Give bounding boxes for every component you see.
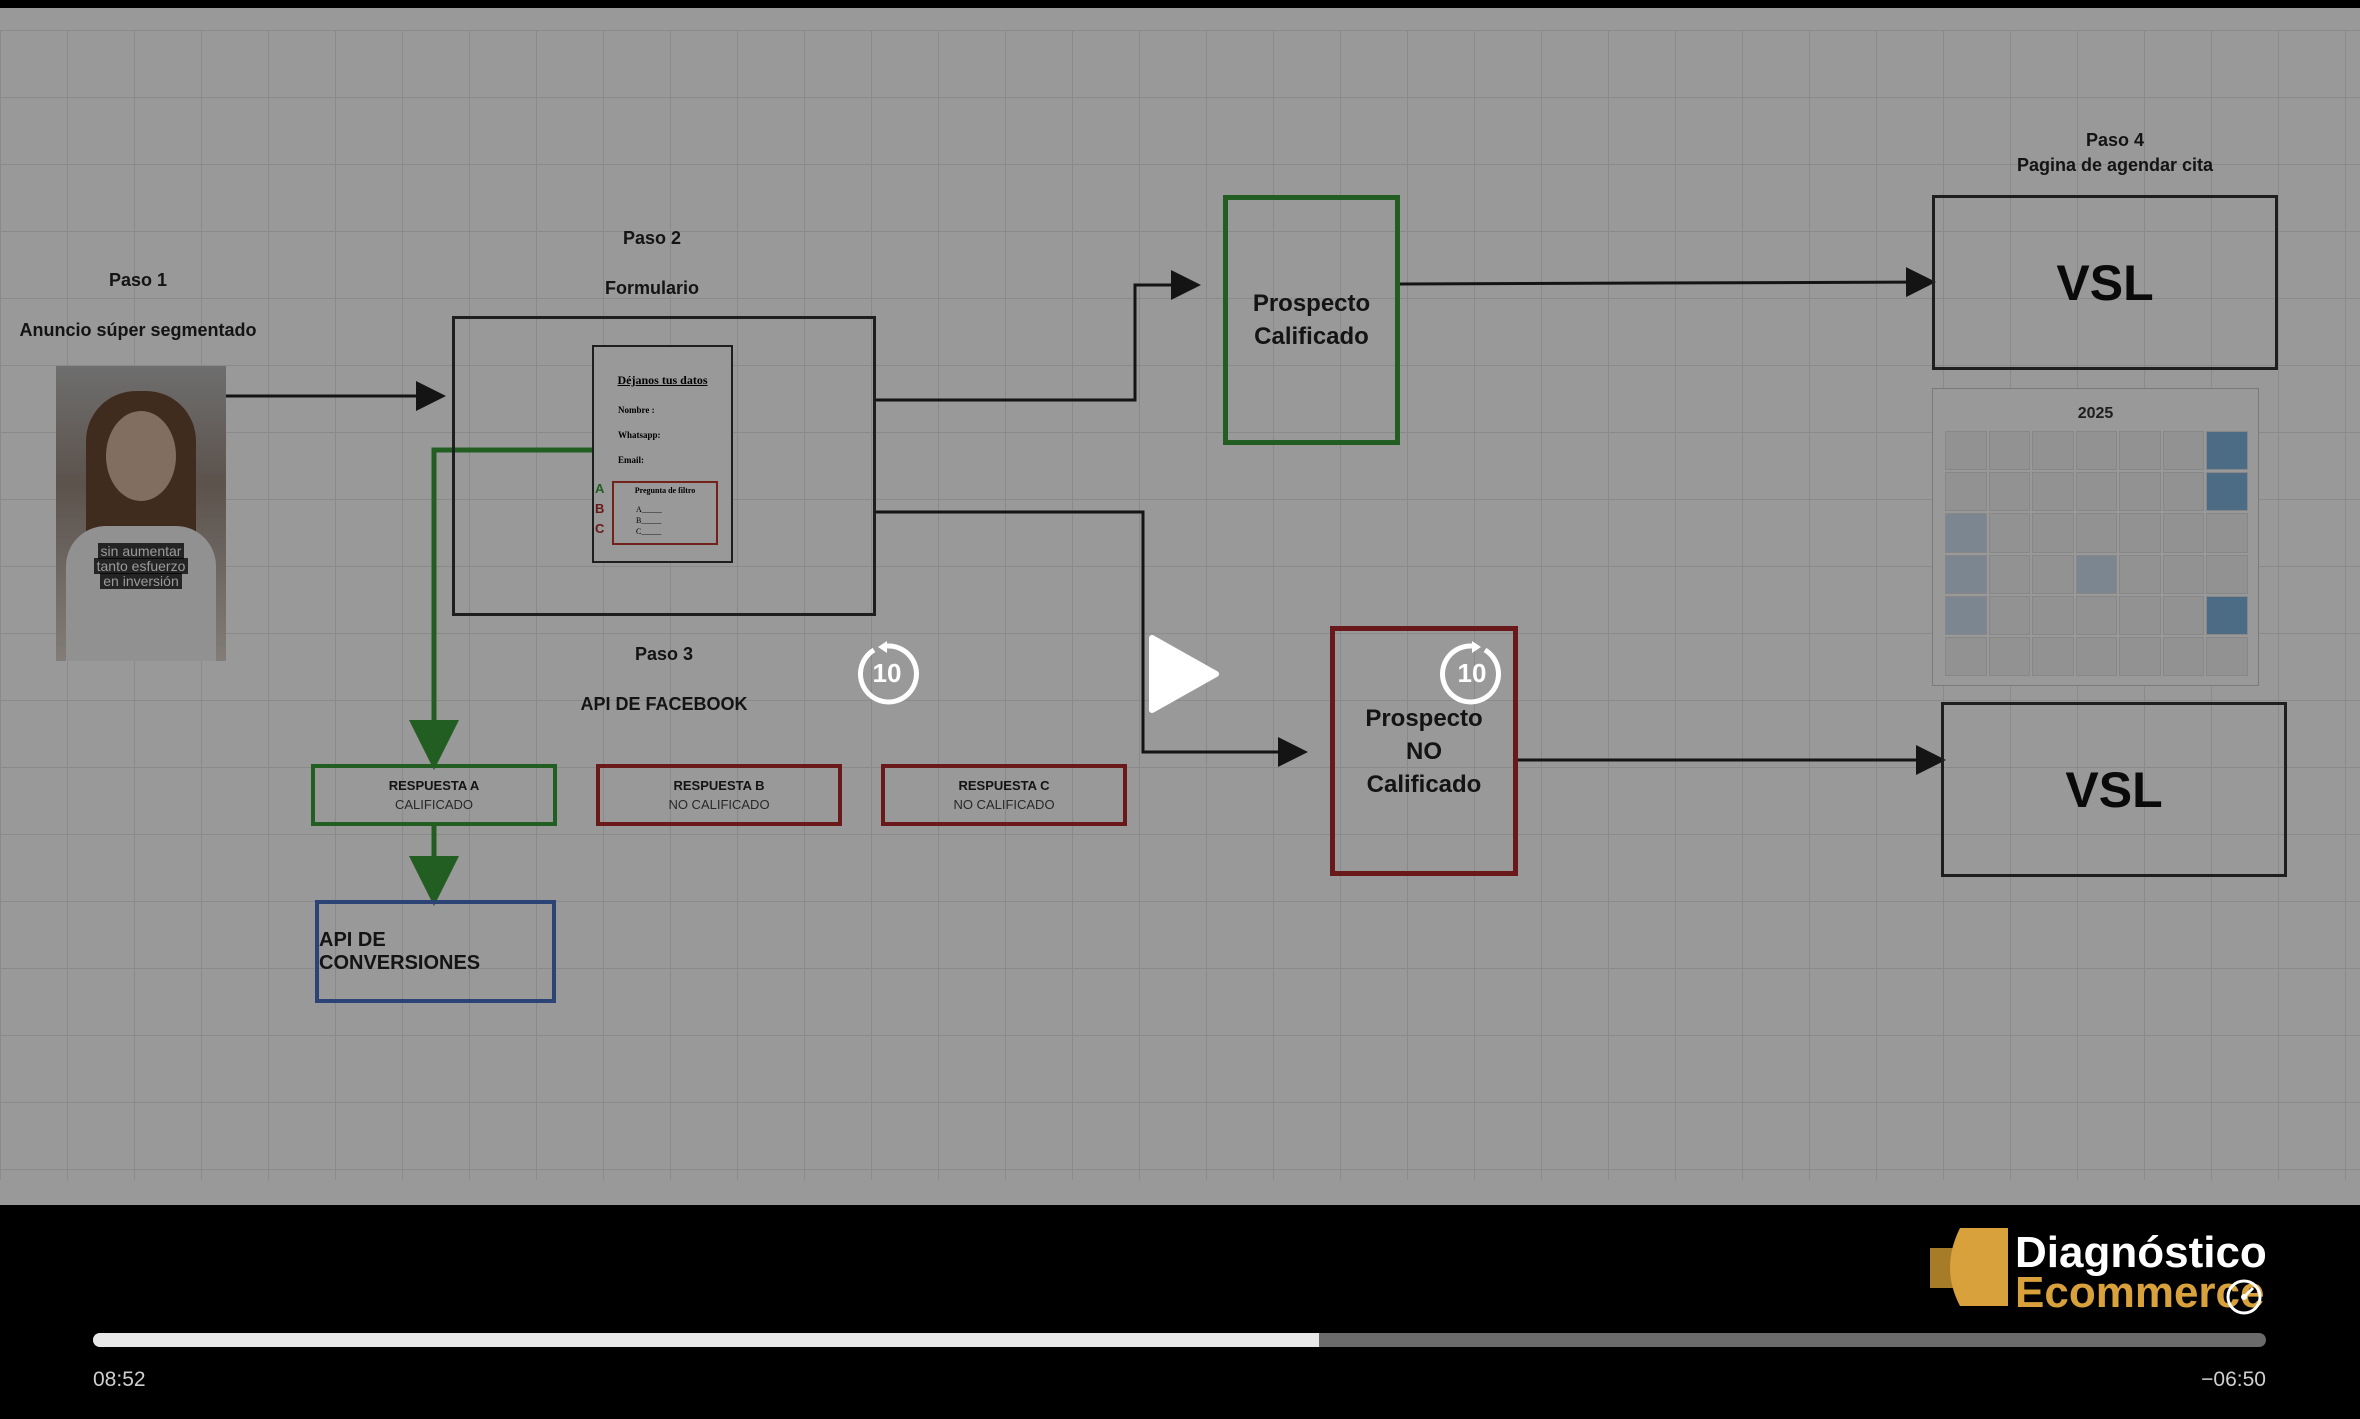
filter-option-a: A_____ (636, 505, 662, 514)
skip-back-label: 10 (872, 658, 902, 688)
respuesta-a-status: CALIFICADO (394, 797, 473, 812)
letter-a: A (595, 481, 605, 496)
respuesta-c-title: RESPUESTA C (958, 778, 1050, 793)
letter-b: B (595, 501, 605, 516)
ad-photo: sin aumentar tanto esfuerzo en inversión (56, 366, 226, 661)
logo-mark-icon (1930, 1228, 2008, 1306)
logo-text-line2: Ecommerce (2015, 1268, 2265, 1317)
respuesta-b-status: NO CALIFICADO (668, 797, 770, 812)
respuesta-b-box: RESPUESTA B NO CALIFICADO (596, 764, 842, 826)
paso1-title: Paso 1 (108, 270, 168, 290)
form-field-whatsapp: Whatsapp: (618, 430, 661, 440)
ad-caption: sin aumentar tanto esfuerzo en inversión (76, 543, 206, 589)
elapsed-time: 08:52 (93, 1368, 146, 1391)
playback-speed-button[interactable] (2224, 1277, 2264, 1317)
paso2-title: Paso 2 (622, 228, 682, 248)
progress-fill (93, 1333, 1319, 1347)
vsl-bottom-box: VSL (1941, 702, 2287, 877)
respuesta-a-title: RESPUESTA A (388, 778, 480, 793)
skip-forward-label: 10 (1457, 658, 1487, 688)
play-button[interactable] (1148, 634, 1220, 714)
skip-back-button[interactable]: 10 (854, 641, 920, 707)
vsl-bottom-label: VSL (2065, 761, 2163, 818)
respuesta-b-title: RESPUESTA B (673, 778, 765, 793)
skip-back-icon (858, 641, 919, 705)
logo-text-line1: Diagnóstico (2015, 1228, 2267, 1277)
prospecto-no-calificado-box: Prospecto NO Calificado (1330, 626, 1518, 876)
filter-question-title: Pregunta de filtro (634, 486, 696, 495)
respuesta-c-box: RESPUESTA C NO CALIFICADO (881, 764, 1127, 826)
calendar-year: 2025 (2077, 405, 2114, 422)
arrow-calificado-to-vsl (1399, 267, 1936, 298)
play-icon (1149, 635, 1219, 713)
form-mockup: Déjanos tus datos Nombre : Whatsapp: Ema… (592, 345, 733, 563)
remaining-time: −06:50 (2201, 1368, 2266, 1391)
video-area[interactable]: Paso 1 Anuncio súper segmentado sin aume… (0, 0, 2360, 1205)
form-title: Déjanos tus datos (617, 373, 708, 387)
filter-option-c: C_____ (636, 527, 662, 536)
api-conversiones-box: API DE CONVERSIONES (315, 900, 556, 1003)
skip-forward-button[interactable]: 10 (1439, 641, 1505, 707)
speedometer-icon (2226, 1279, 2262, 1315)
form-field-email: Email: (618, 455, 644, 465)
paso4-subtitle: Pagina de agendar cita (2016, 155, 2214, 175)
arrow-form-to-no-calificado (876, 510, 1308, 767)
respuesta-c-status: NO CALIFICADO (953, 797, 1055, 812)
skip-forward-icon (1440, 641, 1501, 705)
calendar-image: 2025 (1932, 388, 2259, 686)
progress-bar[interactable] (93, 1333, 2266, 1347)
arrow-form-to-calificado (876, 270, 1201, 402)
api-conversiones-label: API DE CONVERSIONES (319, 928, 481, 974)
pause-overlay (0, 0, 2360, 1205)
paso3-title: Paso 3 (634, 644, 694, 664)
letter-c: C (595, 521, 605, 536)
respuesta-a-box: RESPUESTA A CALIFICADO (311, 764, 557, 826)
paso1-subtitle: Anuncio súper segmentado (19, 320, 257, 340)
calendar-grid (1945, 431, 2248, 676)
form-field-name: Nombre : (618, 405, 655, 415)
video-frame: Paso 1 Anuncio súper segmentado sin aume… (0, 8, 2360, 1205)
prospecto-calificado-box: Prospecto Calificado (1223, 195, 1400, 445)
form-container (452, 316, 876, 616)
paso2-subtitle: Formulario (604, 278, 699, 298)
paso3-subtitle: API DE FACEBOOK (580, 694, 748, 714)
vsl-top-box: VSL (1932, 195, 2278, 370)
paso4-title: Paso 4 (2085, 130, 2145, 150)
filter-option-b: B_____ (636, 516, 662, 525)
brand-logo: Diagnóstico Ecommerce (1920, 1228, 2300, 1317)
filter-question-box: Pregunta de filtro A_____ B_____ C_____ (612, 481, 718, 545)
vsl-top-label: VSL (2056, 254, 2154, 311)
